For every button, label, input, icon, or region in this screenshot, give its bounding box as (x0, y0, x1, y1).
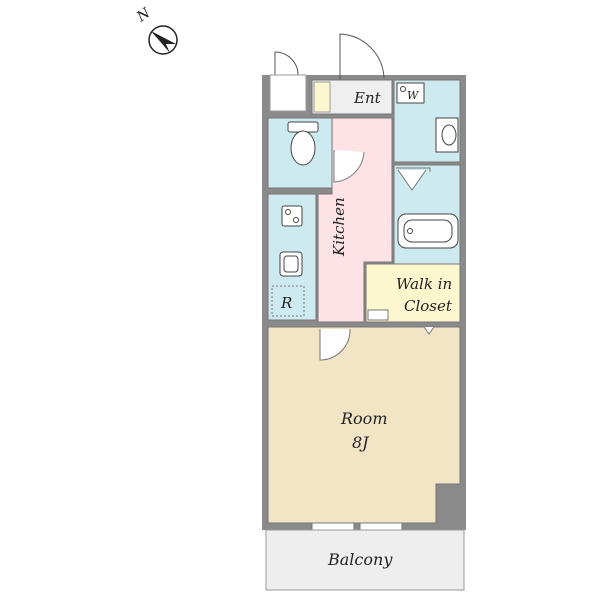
window-left (311, 522, 355, 531)
kitchen-sink-icon (279, 251, 303, 277)
refrigerator-label: R (280, 294, 292, 312)
shoe-cabinet (313, 81, 331, 113)
washing-machine-icon: W (396, 82, 425, 104)
stove-icon (281, 205, 303, 227)
toilet-icon (287, 121, 319, 166)
exterior-door-left (269, 51, 307, 112)
room-size-label: 8J (352, 433, 370, 452)
bathtub-icon (397, 213, 459, 249)
north-arrow-icon (151, 31, 176, 53)
room-door-swing (319, 328, 351, 361)
refrigerator-space (271, 285, 305, 317)
closet-label-line1: Walk in (396, 275, 452, 293)
room-label: Room (340, 409, 387, 428)
sink-icon (435, 117, 459, 153)
bath-door-arc (397, 169, 427, 191)
entrance-label: Ent (353, 89, 382, 107)
compass: N (133, 5, 178, 55)
closet-shelf (367, 309, 389, 321)
balcony-label: Balcony (327, 550, 393, 569)
bath-door-swing (396, 167, 431, 172)
compass-label: N (133, 5, 154, 26)
kitchen-label: Kitchen (330, 197, 348, 257)
window-right (359, 522, 403, 531)
main-room (267, 326, 461, 524)
balcony (265, 529, 465, 591)
closet-label-line2: Closet (404, 297, 453, 315)
toilet-door-swing (333, 150, 365, 183)
washer-label: W (407, 89, 420, 102)
entrance-door (339, 33, 385, 80)
closet-door-marker (423, 326, 435, 335)
